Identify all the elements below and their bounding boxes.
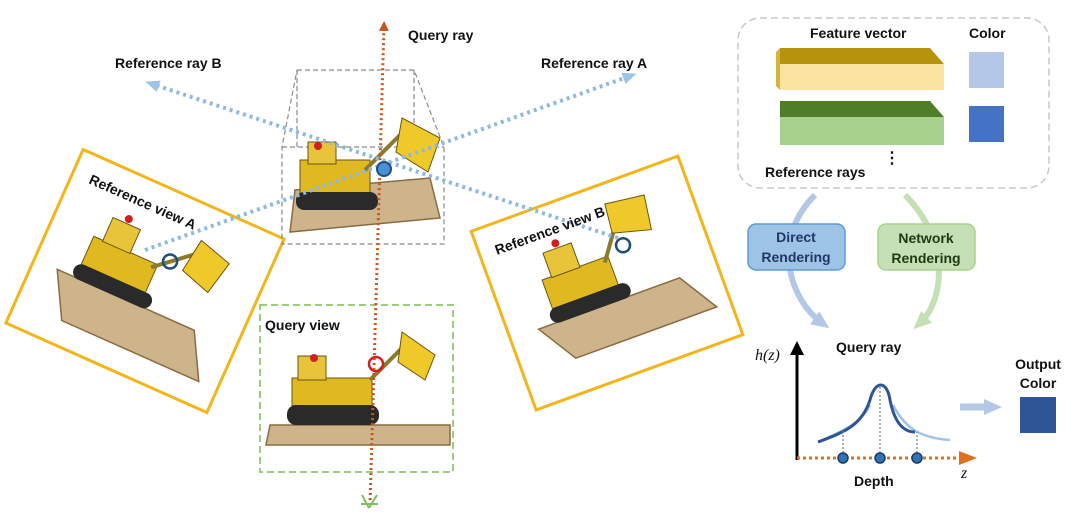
direct-rendering-label-2: Rendering — [761, 249, 830, 265]
query-ray-right-label: Query ray — [836, 339, 902, 355]
z-label: z — [960, 465, 968, 482]
query-view-label: Query view — [265, 317, 340, 333]
sample-point-2 — [874, 452, 886, 464]
intersection-point — [376, 161, 392, 177]
color-swatch-light — [969, 52, 1004, 88]
color-swatch-mid — [969, 106, 1004, 142]
color-label: Color — [969, 25, 1006, 41]
query-view-frame — [259, 304, 454, 473]
direct-rendering-box — [747, 223, 846, 271]
output-color-label-1: Output — [1015, 356, 1061, 372]
reference-ray-a-line — [144, 72, 637, 252]
feature-vector-label: Feature vector — [810, 25, 907, 41]
density-curve-light-right — [891, 404, 951, 442]
sample-point-3 — [911, 452, 923, 464]
network-rendering-label-1: Network — [898, 230, 953, 246]
sample-point-1 — [837, 452, 849, 464]
query-ray-label: Query ray — [408, 27, 474, 43]
feature-vector-yellow — [776, 48, 944, 90]
network-rendering-box — [877, 223, 976, 271]
hz-label: h(z) — [755, 347, 780, 364]
sample-lines — [842, 385, 918, 457]
camera-icon — [361, 494, 378, 509]
reference-ray-b-label: Reference ray B — [115, 55, 222, 71]
reference-ray-a-label: Reference ray A — [541, 55, 647, 71]
reference-view-a-frame — [3, 147, 287, 415]
feature-vector-green — [780, 101, 944, 145]
reference-rays-label: Reference rays — [765, 164, 866, 180]
reference-ray-b-line — [145, 80, 619, 240]
output-color-swatch — [1020, 397, 1056, 433]
depth-label: Depth — [854, 473, 894, 489]
network-rendering-label-2: Rendering — [891, 250, 960, 266]
density-curve — [817, 383, 916, 444]
reference-view-b-frame — [469, 154, 745, 412]
reference-rays-panel — [737, 17, 1050, 189]
density-curve-light — [817, 404, 872, 444]
more-rows-ellipsis: ⋮ — [884, 150, 900, 167]
direct-rendering-label-1: Direct — [776, 229, 816, 245]
output-color-label-2: Color — [1020, 375, 1057, 391]
